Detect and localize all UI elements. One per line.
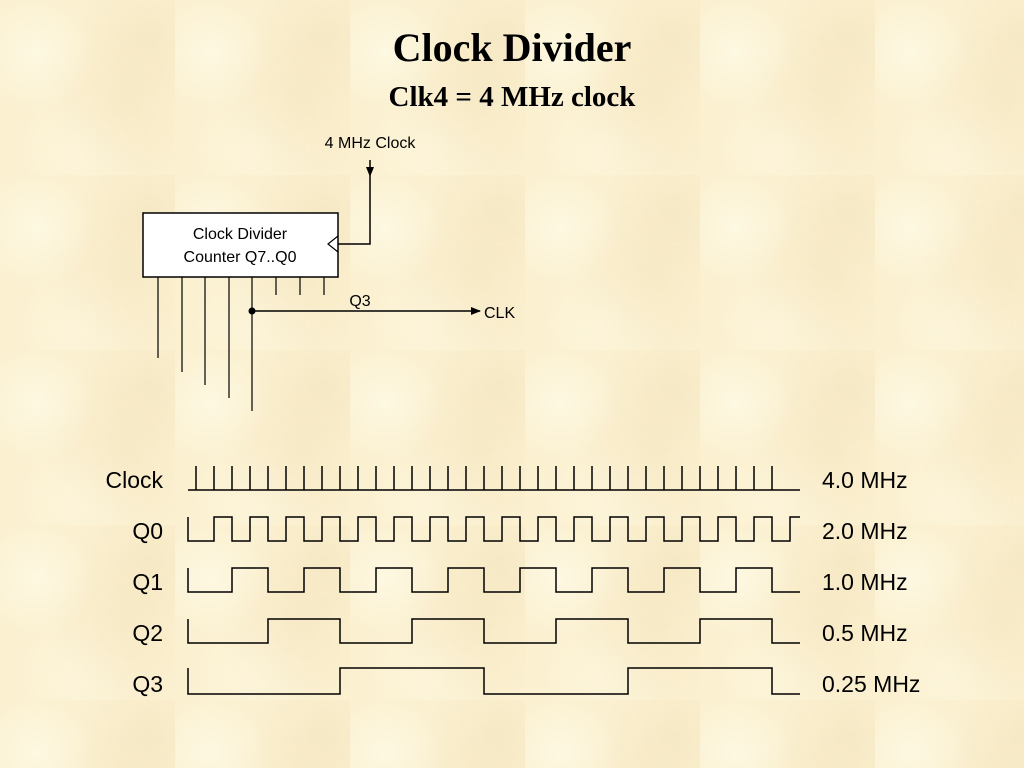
- waveform-q3: [187, 667, 800, 695]
- signal-frequency-q3: 0.25 MHz: [822, 671, 920, 697]
- signal-frequency-clock: 4.0 MHz: [822, 467, 908, 493]
- page-subtitle: Clk4 = 4 MHz clock: [388, 81, 636, 113]
- signal-row-clock: Clock 4.0 MHz: [105, 466, 908, 493]
- signal-row-q3: Q3 0.25 MHz: [132, 667, 920, 697]
- signal-frequency-q2: 0.5 MHz: [822, 620, 908, 646]
- waveform-q2: [187, 618, 800, 644]
- counter-label-line2: Counter Q7..Q0: [184, 249, 297, 266]
- waveform-q0: [187, 516, 800, 542]
- timing-diagram: Clock 4.0 MHz Q0 2.0 MHz Q1 1.0 MHz Q2 0…: [105, 466, 920, 697]
- clk-output-label: CLK: [484, 305, 515, 322]
- counter-circuit: 4 MHz Clock Clock Divider Counter Q7..Q0…: [142, 135, 515, 411]
- counter-label-line1: Clock Divider: [193, 226, 288, 243]
- signal-row-q0: Q0 2.0 MHz: [132, 516, 908, 544]
- waveform-q1: [187, 567, 800, 593]
- clock-input-label: 4 MHz Clock: [325, 135, 417, 152]
- signal-row-q2: Q2 0.5 MHz: [132, 618, 908, 646]
- signal-name-clock: Clock: [105, 467, 163, 493]
- signal-frequency-q1: 1.0 MHz: [822, 569, 908, 595]
- counter-block: [142, 212, 339, 278]
- signal-frequency-q0: 2.0 MHz: [822, 518, 908, 544]
- signal-row-q1: Q1 1.0 MHz: [132, 567, 908, 595]
- signal-name-q3: Q3: [132, 671, 163, 697]
- clock-input-triangle: [327, 235, 339, 253]
- clock-feed-wire: [338, 176, 371, 245]
- signal-name-q2: Q2: [132, 620, 163, 646]
- q3-tap-label: Q3: [349, 293, 370, 310]
- page-title: Clock Divider: [392, 25, 632, 70]
- signal-name-q1: Q1: [132, 569, 163, 595]
- signal-name-q0: Q0: [132, 518, 163, 544]
- waveform-clock: [188, 466, 800, 491]
